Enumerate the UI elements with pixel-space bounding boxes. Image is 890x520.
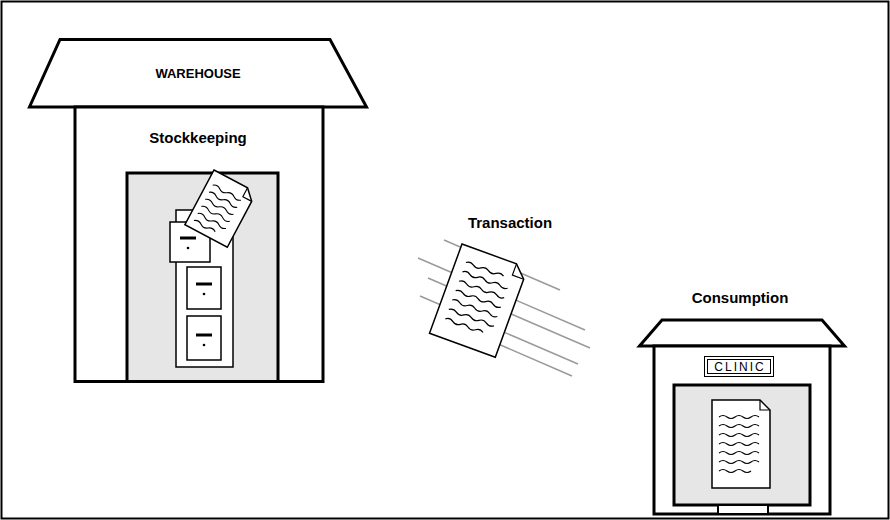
flow-label: Transaction: [468, 214, 552, 231]
clinic-building-outline: [638, 285, 846, 516]
stage-heading: Stockkeeping: [149, 129, 247, 146]
building-name: WAREHOUSE: [155, 66, 240, 81]
stage-heading: Consumption: [692, 289, 789, 306]
warehouse-building-outline: [28, 38, 368, 383]
clinic-building: ConsumptionCLINIC: [638, 285, 846, 516]
motion-lines: [418, 240, 590, 376]
warehouse-building: WAREHOUSE Stockkeeping: [28, 38, 368, 383]
clinic-sign: CLINIC: [704, 356, 774, 377]
transaction-paper: [430, 244, 528, 357]
sign-text: CLINIC: [712, 360, 765, 374]
